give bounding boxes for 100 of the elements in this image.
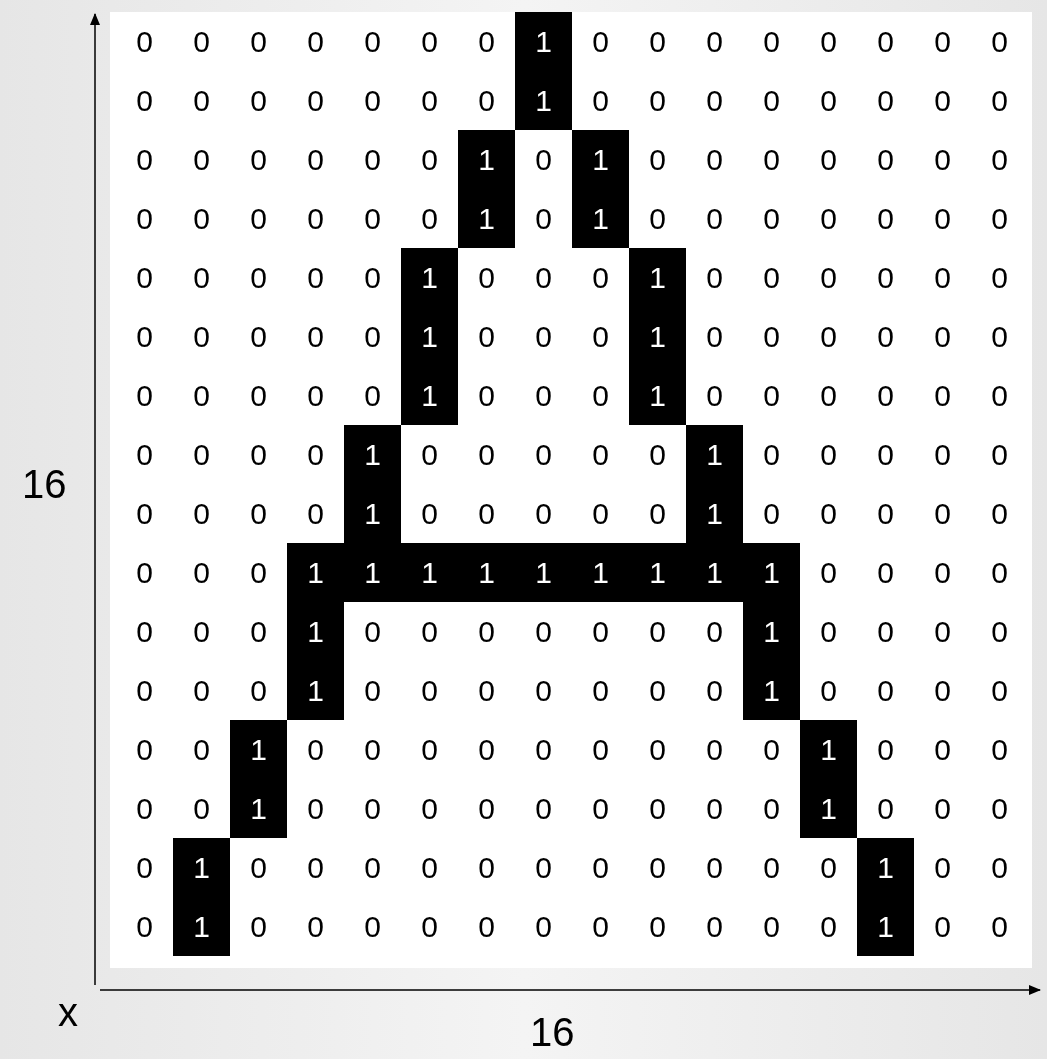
matrix-cell-text: 0 xyxy=(705,378,724,414)
matrix-cell-text: 0 xyxy=(876,201,895,237)
matrix-cell-text: 0 xyxy=(363,850,382,886)
matrix-cell-text: 0 xyxy=(192,791,211,827)
filled-matrix-cell: 1 xyxy=(857,838,914,897)
matrix-cell-text: 0 xyxy=(135,319,154,355)
filled-matrix-cell: 1 xyxy=(572,543,629,602)
matrix-cell-text: 0 xyxy=(648,83,667,119)
matrix-cell-text: 0 xyxy=(591,378,610,414)
matrix-cell-text: 0 xyxy=(876,24,895,60)
matrix-cell-text: 0 xyxy=(762,24,781,60)
matrix-cell-text: 0 xyxy=(819,24,838,60)
matrix-cell-text: 0 xyxy=(420,791,439,827)
matrix-cell-text: 0 xyxy=(648,614,667,650)
matrix-cell-text: 0 xyxy=(819,909,838,945)
matrix-cell-text: 0 xyxy=(705,614,724,650)
matrix-cell-text: 0 xyxy=(648,732,667,768)
matrix-cell-text: 0 xyxy=(192,378,211,414)
matrix-cell-text: 0 xyxy=(420,201,439,237)
matrix-cell-text: 0 xyxy=(192,24,211,60)
matrix-cell-text: 0 xyxy=(477,614,496,650)
filled-matrix-cell: 1 xyxy=(686,425,743,484)
matrix-cell-text: 0 xyxy=(819,437,838,473)
matrix-cell-text: 0 xyxy=(192,732,211,768)
matrix-cell-text: 0 xyxy=(249,83,268,119)
matrix-cell-text: 0 xyxy=(933,909,952,945)
matrix-cell-text: 0 xyxy=(420,24,439,60)
matrix-cell-text: 0 xyxy=(477,24,496,60)
matrix-cell-text: 0 xyxy=(705,201,724,237)
filled-matrix-cell: 1 xyxy=(287,543,344,602)
matrix-cell-text: 0 xyxy=(933,319,952,355)
matrix-cell-text: 0 xyxy=(135,437,154,473)
filled-matrix-cell: 1 xyxy=(800,720,857,779)
matrix-cell-text: 0 xyxy=(933,791,952,827)
matrix-cell-text: 0 xyxy=(648,673,667,709)
matrix-cell-text: 0 xyxy=(876,496,895,532)
matrix-cell-text: 0 xyxy=(876,319,895,355)
matrix-cell-text: 0 xyxy=(591,673,610,709)
filled-matrix-cell: 1 xyxy=(344,484,401,543)
matrix-cell-text: 0 xyxy=(876,142,895,178)
matrix-cell-text: 0 xyxy=(705,260,724,296)
matrix-cell-text: 0 xyxy=(648,24,667,60)
matrix-cell-text: 0 xyxy=(420,614,439,650)
matrix-cell-text: 0 xyxy=(363,791,382,827)
filled-matrix-cell: 1 xyxy=(629,366,686,425)
filled-matrix-cell: 1 xyxy=(458,189,515,248)
matrix-cell-text: 0 xyxy=(135,142,154,178)
matrix-cell-text: 0 xyxy=(876,555,895,591)
matrix-cell-text: 0 xyxy=(306,319,325,355)
matrix-cell-text: 0 xyxy=(534,909,553,945)
matrix-cell-text: 0 xyxy=(306,496,325,532)
filled-matrix-cell: 1 xyxy=(572,189,629,248)
matrix-cell-text: 0 xyxy=(420,437,439,473)
filled-matrix-cell: 1 xyxy=(572,130,629,189)
matrix-cell-text: 0 xyxy=(591,24,610,60)
matrix-cell-text: 0 xyxy=(933,83,952,119)
matrix-cell-text: 0 xyxy=(591,319,610,355)
matrix-cell-text: 0 xyxy=(306,142,325,178)
filled-matrix-cell: 1 xyxy=(800,779,857,838)
matrix-cell-text: 0 xyxy=(933,437,952,473)
matrix-cell-text: 0 xyxy=(591,732,610,768)
matrix-cell-text: 0 xyxy=(591,909,610,945)
matrix-cell-text: 0 xyxy=(192,319,211,355)
matrix-cell-text: 0 xyxy=(819,614,838,650)
matrix-cell-text: 0 xyxy=(648,496,667,532)
matrix-cell-text: 0 xyxy=(705,319,724,355)
matrix-cell-text: 0 xyxy=(420,83,439,119)
matrix-cell-text: 0 xyxy=(306,732,325,768)
filled-matrix-cell: 1 xyxy=(743,661,800,720)
matrix-cell-text: 0 xyxy=(705,732,724,768)
matrix-cell-text: 0 xyxy=(990,260,1009,296)
matrix-cell-text: 0 xyxy=(192,83,211,119)
matrix-cell-text: 0 xyxy=(477,850,496,886)
matrix-cell-text: 0 xyxy=(249,437,268,473)
matrix-cell-text: 0 xyxy=(876,732,895,768)
filled-matrix-cell: 1 xyxy=(686,543,743,602)
matrix-cell-text: 0 xyxy=(249,555,268,591)
matrix-cell-text: 0 xyxy=(762,260,781,296)
matrix-cell-text: 0 xyxy=(933,378,952,414)
matrix-cell-text: 0 xyxy=(762,142,781,178)
matrix-cell-text: 0 xyxy=(648,437,667,473)
filled-matrix-cell: 1 xyxy=(230,779,287,838)
matrix-cell-text: 0 xyxy=(705,24,724,60)
matrix-cell-text: 0 xyxy=(648,909,667,945)
matrix-cell-text: 0 xyxy=(933,260,952,296)
matrix-cell-text: 0 xyxy=(591,83,610,119)
matrix-cell-text: 0 xyxy=(363,378,382,414)
matrix-cell-text: 0 xyxy=(420,732,439,768)
matrix-cell-text: 0 xyxy=(363,732,382,768)
filled-matrix-cell: 1 xyxy=(458,130,515,189)
matrix-cell-text: 0 xyxy=(249,260,268,296)
matrix-cell-text: 0 xyxy=(819,201,838,237)
matrix-cell-text: 0 xyxy=(420,496,439,532)
matrix-cell-text: 0 xyxy=(534,673,553,709)
filled-matrix-cell: 1 xyxy=(344,543,401,602)
matrix-cell-text: 0 xyxy=(192,142,211,178)
matrix-cell-text: 0 xyxy=(876,378,895,414)
matrix-cell-text: 0 xyxy=(876,437,895,473)
matrix-cell-text: 0 xyxy=(762,850,781,886)
matrix-cell-text: 0 xyxy=(933,142,952,178)
